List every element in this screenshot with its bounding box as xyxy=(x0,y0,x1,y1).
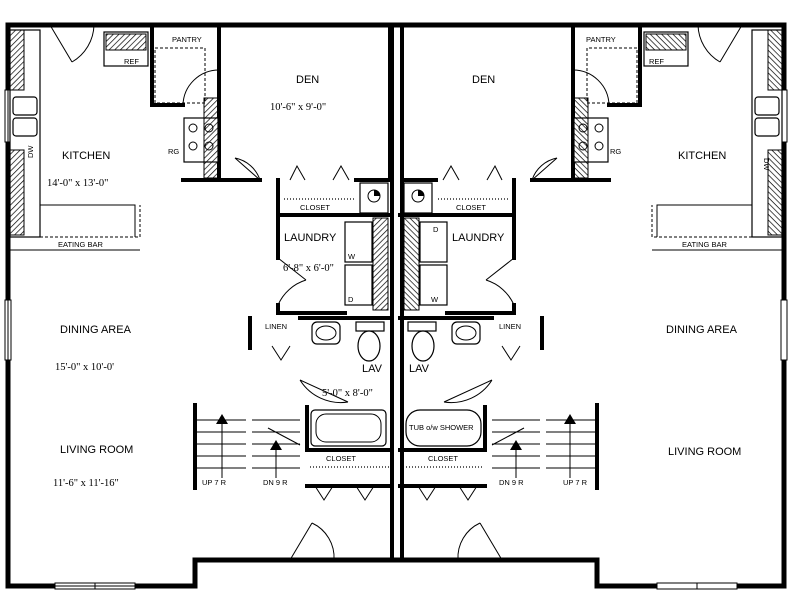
living-label: LIVING ROOM xyxy=(668,446,741,458)
sink-basin xyxy=(315,325,337,341)
living-dim: 11'-6" x 11'-16" xyxy=(53,478,119,489)
entry-door-swing xyxy=(71,24,95,63)
laundry-label: LAUNDRY xyxy=(284,232,337,244)
den-dim: 10'-6" x 9'-0" xyxy=(270,102,326,113)
water-heater-mark xyxy=(374,190,380,196)
lav-label: LAV xyxy=(409,363,430,375)
bathtub xyxy=(310,409,387,447)
dw-label: DW xyxy=(762,158,771,171)
wall xyxy=(276,303,347,315)
ref-label: REF xyxy=(649,57,664,66)
counter-hatch xyxy=(203,97,220,179)
washer xyxy=(344,221,373,263)
dryer-label: D xyxy=(348,295,354,304)
tub-label: TUB o/w SHOWER xyxy=(409,423,474,432)
linen-door[interactable] xyxy=(271,345,291,361)
closet-bifold-door[interactable] xyxy=(314,485,375,501)
den-label: DEN xyxy=(296,74,319,86)
washer-label: W xyxy=(348,252,356,261)
toilet-bowl xyxy=(357,330,381,362)
eating-bar-label: EATING BAR xyxy=(58,240,103,249)
closet-label: CLOSET xyxy=(456,203,486,212)
unit-left: PANTRY REF RG DW EATING BAR KITCHEN 14'-… xyxy=(4,22,400,590)
eating-bar-edge xyxy=(10,205,141,238)
pantry-label: PANTRY xyxy=(586,35,616,44)
water-heater-box xyxy=(359,182,389,214)
unit-right: PANTRY REF RG DW EATING BAR KITCHEN DEN … xyxy=(392,22,788,590)
laundry-label: LAUNDRY xyxy=(452,232,505,244)
den-label: DEN xyxy=(472,74,495,86)
laundry-door[interactable] xyxy=(277,257,307,306)
entry-door[interactable] xyxy=(49,24,94,63)
washer-label: W xyxy=(431,295,439,304)
dryer xyxy=(344,264,373,306)
closet-label: CLOSET xyxy=(300,203,330,212)
kitchen-label: KITCHEN xyxy=(62,150,110,162)
closet-bifold-door[interactable] xyxy=(289,164,350,181)
den-door[interactable] xyxy=(234,157,261,181)
window xyxy=(4,299,12,361)
lav-door[interactable] xyxy=(299,379,349,404)
stair-down-label: DN 9 R xyxy=(499,478,524,487)
pantry-shelf xyxy=(154,47,206,104)
wall xyxy=(305,405,394,452)
kitchen-dim: 14'-0" x 13'-0" xyxy=(47,178,108,189)
closet-label: CLOSET xyxy=(326,454,356,463)
burner xyxy=(188,123,198,133)
counter-hatch xyxy=(9,29,25,91)
rg-label: RG xyxy=(168,147,179,156)
lav-label: LAV xyxy=(362,363,383,375)
dining-label: DINING AREA xyxy=(60,324,132,336)
kitchen-label: KITCHEN xyxy=(678,150,726,162)
ref-hatch xyxy=(105,33,147,51)
exterior-wall xyxy=(5,22,400,589)
stair-up-label: UP 7 R xyxy=(202,478,227,487)
sink-bowl xyxy=(12,117,38,137)
stair-treads-down xyxy=(252,419,301,478)
pantry-door-swing[interactable] xyxy=(182,69,220,106)
dw-label: DW xyxy=(26,145,35,158)
window xyxy=(54,582,136,590)
pantry-label: PANTRY xyxy=(172,35,202,44)
eating-bar-label: EATING BAR xyxy=(682,240,727,249)
counter-hatch xyxy=(9,149,25,236)
stair-treads-up xyxy=(197,414,246,478)
stair-up-label: UP 7 R xyxy=(563,478,588,487)
toilet-tank xyxy=(355,321,385,332)
lav-dim: 5'-0" x 8'-0" xyxy=(322,388,373,399)
dining-label: DINING AREA xyxy=(666,324,738,336)
linen-label: LINEN xyxy=(499,322,521,331)
party-wall xyxy=(390,23,404,562)
counter-edge xyxy=(40,204,136,237)
tub-basin xyxy=(315,413,382,443)
rg-label: RG xyxy=(610,147,621,156)
burner xyxy=(188,141,198,151)
sink-bowl xyxy=(12,96,38,116)
front-door[interactable] xyxy=(289,522,335,561)
ref-label: REF xyxy=(124,57,139,66)
dryer-label: D xyxy=(433,225,439,234)
laundry-dim: 6'-8" x 6'-0" xyxy=(283,263,334,274)
stair-down-label: DN 9 R xyxy=(263,478,288,487)
linen-label: LINEN xyxy=(265,322,287,331)
dining-dim: 15'-0" x 10'-0' xyxy=(55,362,114,373)
closet-label: CLOSET xyxy=(428,454,458,463)
laundry-hatch xyxy=(372,217,389,311)
living-label: LIVING ROOM xyxy=(60,444,133,456)
